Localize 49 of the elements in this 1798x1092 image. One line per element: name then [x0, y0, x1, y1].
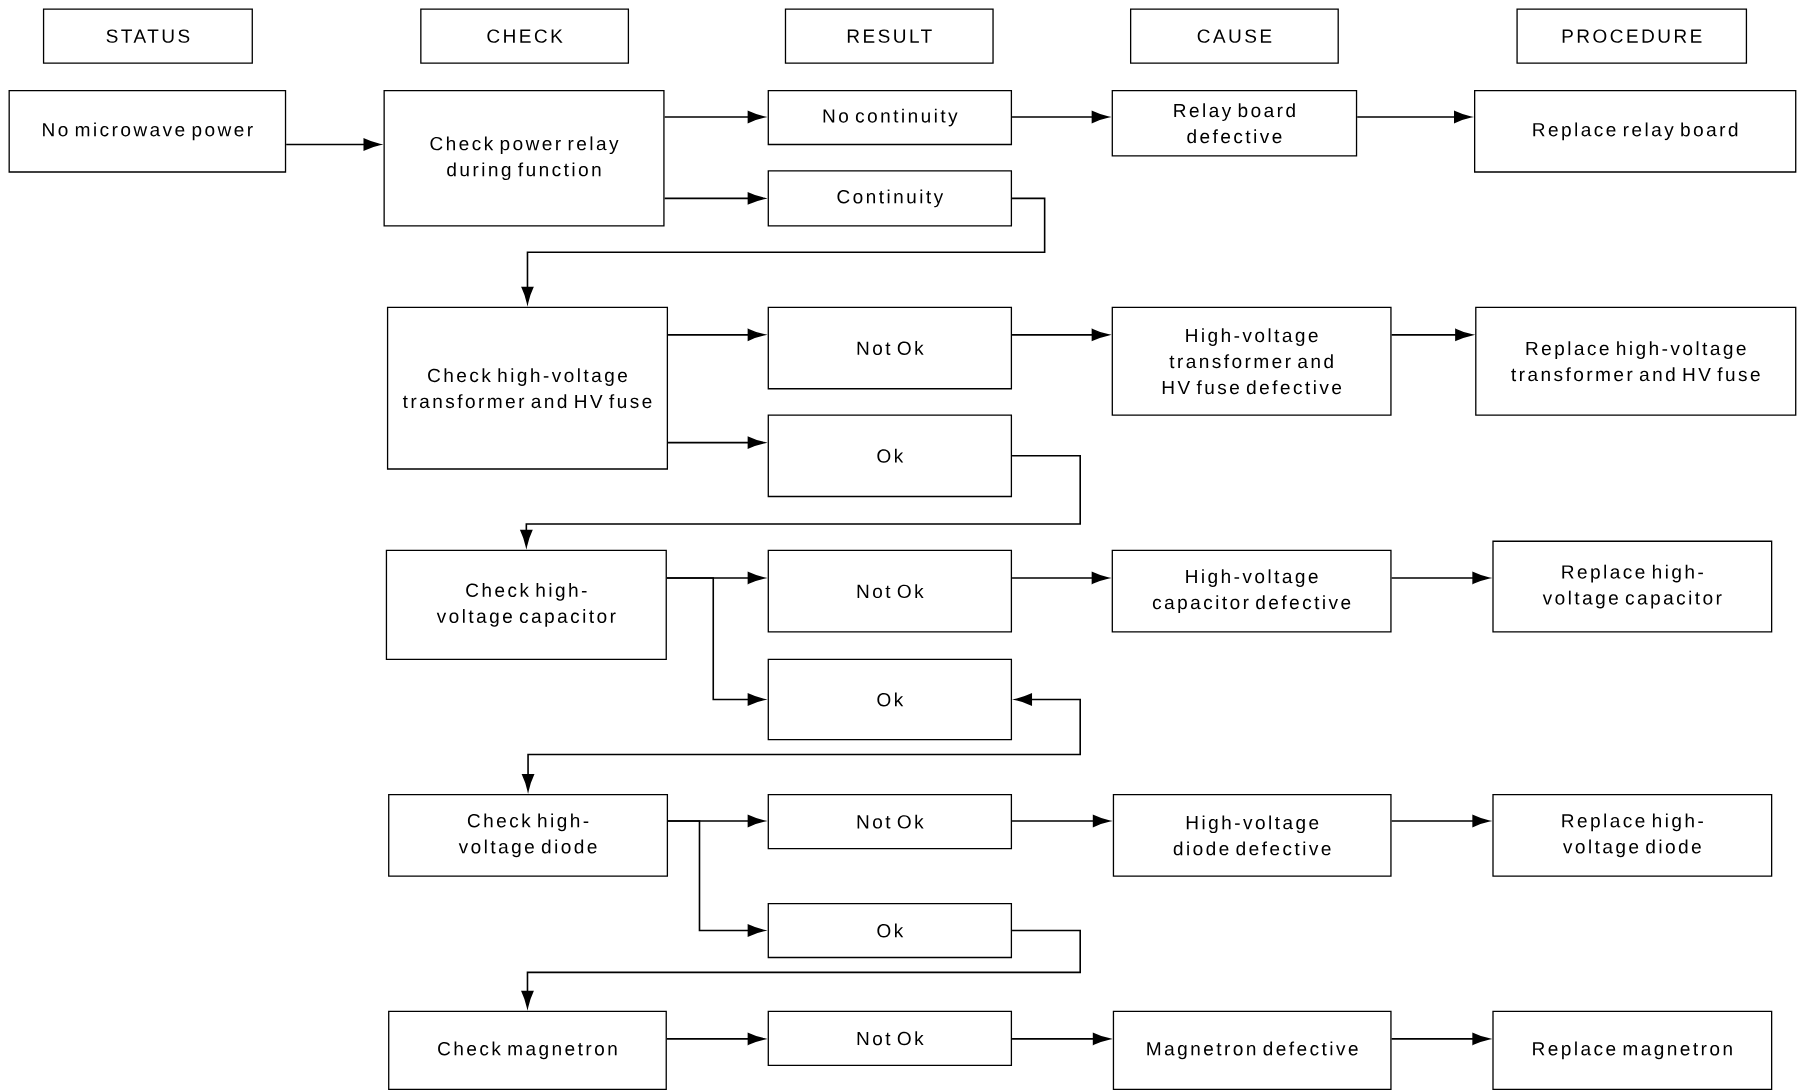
arrow	[1390, 571, 1490, 584]
header-box: CHECK	[420, 8, 630, 64]
arrow	[667, 820, 765, 937]
arrow	[1390, 815, 1490, 828]
process-box: Not Ok	[767, 794, 1013, 850]
arrow	[1011, 110, 1109, 123]
process-box: Replace relay board	[1474, 89, 1797, 173]
header-box: PROCEDURE	[1516, 8, 1748, 64]
process-box: Not Ok	[767, 1010, 1013, 1066]
process-box: Replace high-voltage capacitor	[1492, 540, 1773, 633]
header-box: RESULT	[784, 8, 994, 64]
process-box: Continuity	[767, 170, 1013, 227]
arrow	[1356, 110, 1472, 123]
process-box: High-voltage diode defective	[1112, 794, 1392, 877]
header-box: CAUSE	[1130, 8, 1339, 64]
arrow	[1011, 328, 1109, 341]
arrow	[1390, 328, 1473, 341]
process-box: Not Ok	[767, 306, 1013, 390]
process-box: Check magnetron	[388, 1010, 667, 1090]
process-box: No microwave power	[8, 89, 287, 173]
arrow	[1011, 1032, 1110, 1045]
process-box: Replace magnetron	[1492, 1010, 1773, 1090]
process-box: High-voltage capacitor defective	[1111, 549, 1392, 633]
arrow	[285, 138, 381, 151]
process-box: Ok	[767, 658, 1013, 741]
arrow	[521, 197, 1046, 304]
arrow	[663, 192, 765, 205]
process-box: Check high-voltage diode	[388, 794, 669, 877]
process-box: Replace high-voltage diode	[1492, 794, 1773, 877]
arrow	[663, 110, 765, 123]
process-box: Check power relay during function	[383, 89, 665, 227]
arrow	[667, 436, 765, 449]
arrow	[522, 693, 1081, 792]
process-box: Magnetron defective	[1112, 1010, 1392, 1090]
process-box: Ok	[767, 414, 1013, 498]
process-box: No continuity	[767, 89, 1013, 146]
header-box: STATUS	[42, 8, 253, 64]
process-box: Not Ok	[767, 549, 1013, 633]
arrow	[520, 455, 1081, 547]
process-box: Check high-voltage capacitor	[385, 549, 667, 660]
process-box: Relay board defective	[1111, 89, 1358, 157]
arrow	[1011, 571, 1109, 584]
process-box: High-voltage transformer and HV fuse defective	[1111, 306, 1392, 416]
arrow	[1011, 815, 1110, 828]
arrow	[666, 1032, 765, 1045]
arrow	[1390, 1032, 1490, 1045]
process-box: Check high-voltage transformer and HV fuse	[386, 306, 668, 470]
process-box: Replace high-voltage transformer and HV fuse	[1475, 306, 1797, 416]
arrow	[667, 328, 765, 341]
